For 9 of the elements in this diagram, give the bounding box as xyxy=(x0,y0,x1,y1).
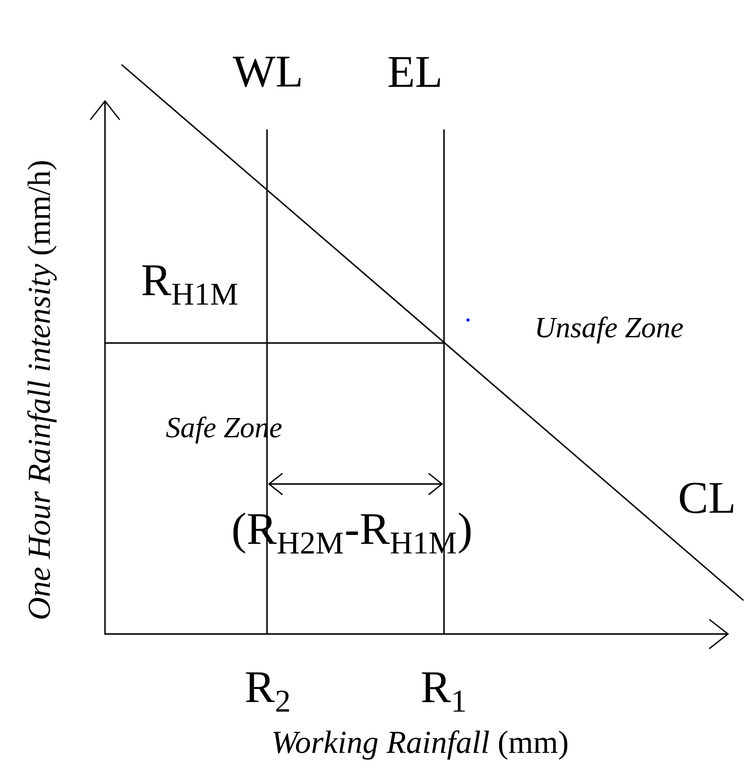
zone-label: Unsafe Zone xyxy=(537,316,683,344)
line-label: CL xyxy=(680,482,734,514)
line-label: EL xyxy=(388,57,440,87)
axis-value-label: R$_{2}$ xyxy=(246,672,289,712)
axis-value-label: R$_{1}$ xyxy=(422,672,465,712)
axis-title: Working Rainfall (mm) xyxy=(273,730,568,760)
axis-value-label: R$_{H1M}$ xyxy=(142,265,238,305)
line-label: WL xyxy=(232,56,301,88)
axis-title: One Hour Rainfall intensity (mm/h) xyxy=(27,161,57,619)
